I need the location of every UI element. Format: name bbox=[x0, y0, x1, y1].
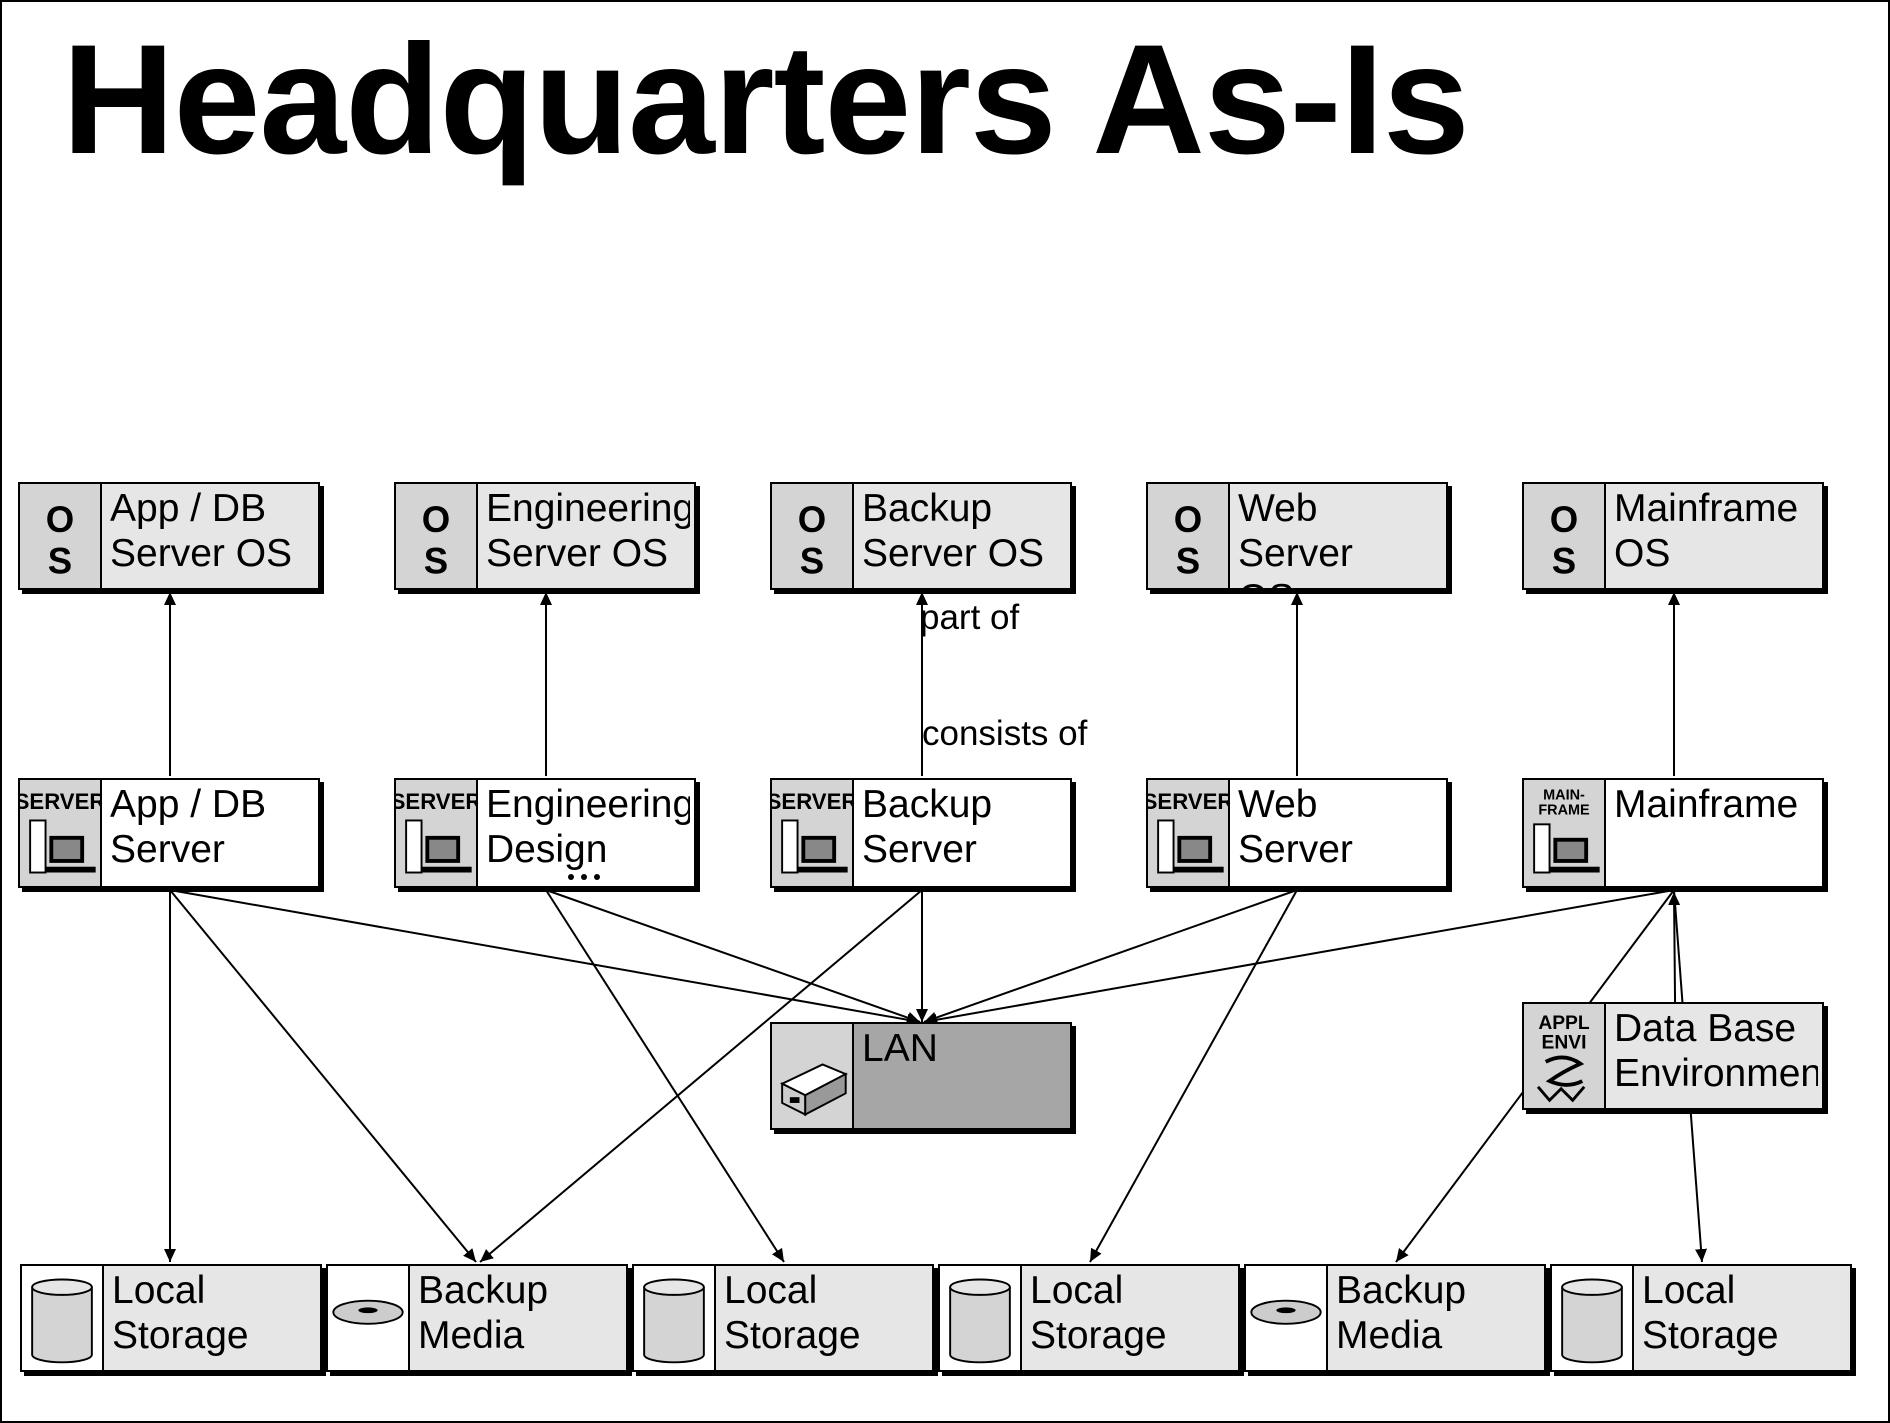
local-storage-node-4[interactable]: Local Storage bbox=[1550, 1264, 1852, 1372]
svg-text:FRAME: FRAME bbox=[1538, 803, 1590, 819]
node-label: Backup Media bbox=[1336, 1269, 1467, 1357]
node-label: Engineering Server OS bbox=[486, 487, 690, 575]
svg-text:S: S bbox=[1552, 541, 1576, 582]
svg-text:SERVER: SERVER bbox=[396, 789, 476, 814]
node-label: Backup Server OS bbox=[862, 487, 1045, 575]
node-label: LAN bbox=[862, 1027, 938, 1070]
svg-text:O: O bbox=[798, 499, 826, 540]
server-icon: SERVER bbox=[396, 780, 478, 886]
node-label: Local Storage bbox=[724, 1269, 861, 1357]
storage-cylinder-icon bbox=[940, 1266, 1022, 1370]
svg-text:O: O bbox=[46, 499, 74, 540]
svg-text:ENVI: ENVI bbox=[1542, 1032, 1587, 1053]
svg-text:O: O bbox=[1174, 499, 1202, 540]
node-label: Engineering Design bbox=[486, 783, 690, 871]
edge-mainframe-to-lan bbox=[923, 889, 1675, 1026]
local-storage-node-1[interactable]: Local Storage bbox=[20, 1264, 322, 1372]
svg-text:S: S bbox=[48, 541, 72, 582]
node-label: App / DB Server bbox=[110, 783, 267, 871]
edge-label-part-of: part of bbox=[920, 598, 1020, 637]
network-device-icon bbox=[772, 1024, 854, 1128]
storage-cylinder-icon bbox=[634, 1266, 716, 1370]
application-environment-icon: APPL ENVI bbox=[1524, 1004, 1606, 1108]
node-label: Data Base Environment bbox=[1614, 1007, 1818, 1095]
edge-web-to-storage bbox=[1089, 889, 1298, 1263]
svg-text:SERVER: SERVER bbox=[20, 789, 100, 814]
svg-text:S: S bbox=[800, 541, 824, 582]
backup-media-node-1[interactable]: Backup Media bbox=[326, 1264, 628, 1372]
svg-text:MAIN-: MAIN- bbox=[1543, 787, 1585, 803]
server-icon: SERVER bbox=[20, 780, 102, 886]
node-label: Backup Media bbox=[418, 1269, 549, 1357]
server-node-web[interactable]: SERVER Web Server bbox=[1146, 778, 1448, 888]
edge-eng-to-lan bbox=[545, 889, 921, 1024]
edge-appdb-to-media bbox=[169, 889, 477, 1263]
local-storage-node-2[interactable]: Local Storage bbox=[632, 1264, 934, 1372]
node-label: Web Server bbox=[1238, 783, 1353, 871]
node-label: Mainframe OS bbox=[1614, 487, 1799, 575]
overflow-dots-icon bbox=[568, 874, 600, 880]
node-label: Mainframe bbox=[1614, 783, 1799, 826]
server-icon: SERVER bbox=[1148, 780, 1230, 886]
node-label: Local Storage bbox=[1642, 1269, 1779, 1357]
disk-icon bbox=[328, 1266, 410, 1370]
node-label: Local Storage bbox=[1030, 1269, 1167, 1357]
edge-backup-to-media bbox=[479, 889, 923, 1263]
os-node-web[interactable]: OS Web Server OS bbox=[1146, 482, 1448, 590]
edge-label-consists-of: consists of bbox=[922, 714, 1088, 753]
storage-cylinder-icon bbox=[22, 1266, 104, 1370]
svg-text:S: S bbox=[1176, 541, 1200, 582]
mainframe-icon: MAIN- FRAME bbox=[1524, 780, 1606, 886]
node-label: Backup Server bbox=[862, 783, 993, 871]
svg-text:O: O bbox=[422, 499, 450, 540]
disk-icon bbox=[1246, 1266, 1328, 1370]
node-label: Local Storage bbox=[112, 1269, 249, 1357]
lan-node[interactable]: LAN bbox=[770, 1022, 1072, 1130]
edge-eng-to-storage bbox=[545, 889, 785, 1263]
local-storage-node-3[interactable]: Local Storage bbox=[938, 1264, 1240, 1372]
svg-text:SERVER: SERVER bbox=[1148, 789, 1228, 814]
server-node-mainframe[interactable]: MAIN- FRAME Mainframe bbox=[1522, 778, 1824, 888]
backup-media-node-2[interactable]: Backup Media bbox=[1244, 1264, 1546, 1372]
page-title: Headquarters As-Is bbox=[62, 13, 1470, 187]
node-label: Web Server OS bbox=[1238, 487, 1353, 588]
server-node-backup[interactable]: SERVER Backup Server bbox=[770, 778, 1072, 888]
db-environment-node[interactable]: APPL ENVI Data Base Environment bbox=[1522, 1002, 1824, 1110]
svg-text:O: O bbox=[1550, 499, 1578, 540]
server-node-engineering-design[interactable]: SERVER Engineering Design bbox=[394, 778, 696, 888]
storage-cylinder-icon bbox=[1552, 1266, 1634, 1370]
svg-text:SERVER: SERVER bbox=[772, 789, 852, 814]
node-label: App / DB Server OS bbox=[110, 487, 293, 575]
edge-web-to-lan bbox=[923, 889, 1298, 1024]
svg-text:APPL: APPL bbox=[1538, 1013, 1590, 1034]
svg-text:S: S bbox=[424, 541, 448, 582]
edge-appdb-to-lan bbox=[169, 889, 921, 1026]
server-node-app-db[interactable]: SERVER App / DB Server bbox=[18, 778, 320, 888]
server-icon: SERVER bbox=[772, 780, 854, 886]
